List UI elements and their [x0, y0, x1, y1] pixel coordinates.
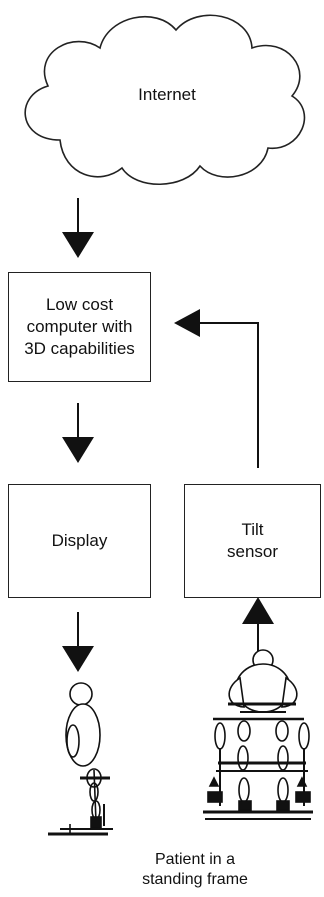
- tilt-sensor-label: Tilt sensor: [226, 519, 279, 561]
- arrowhead-patient-to-sensor: [242, 597, 274, 624]
- arrowhead-sensor-to-computer: [174, 309, 200, 337]
- internet-cloud-shape: [24, 14, 306, 185]
- computer-label: Low cost computer with 3D capabilities: [24, 294, 135, 359]
- patient-front-view-figure: [203, 649, 313, 820]
- internet-label: Internet: [138, 85, 196, 104]
- arrowhead-display-to-patient: [62, 646, 94, 672]
- patient-side-view-figure: [48, 682, 113, 836]
- display-label: Display: [51, 530, 108, 550]
- patient-label: Patient in a standing frame: [142, 851, 248, 889]
- arrowhead-internet-to-computer: [62, 232, 94, 258]
- computer-box: Low cost computer with 3D capabilities: [8, 272, 151, 382]
- display-box: Display: [8, 484, 151, 598]
- arrowhead-computer-to-display: [62, 437, 94, 463]
- tilt-sensor-box: Tilt sensor: [184, 484, 321, 598]
- arrow-sensor-to-computer: [200, 322, 259, 468]
